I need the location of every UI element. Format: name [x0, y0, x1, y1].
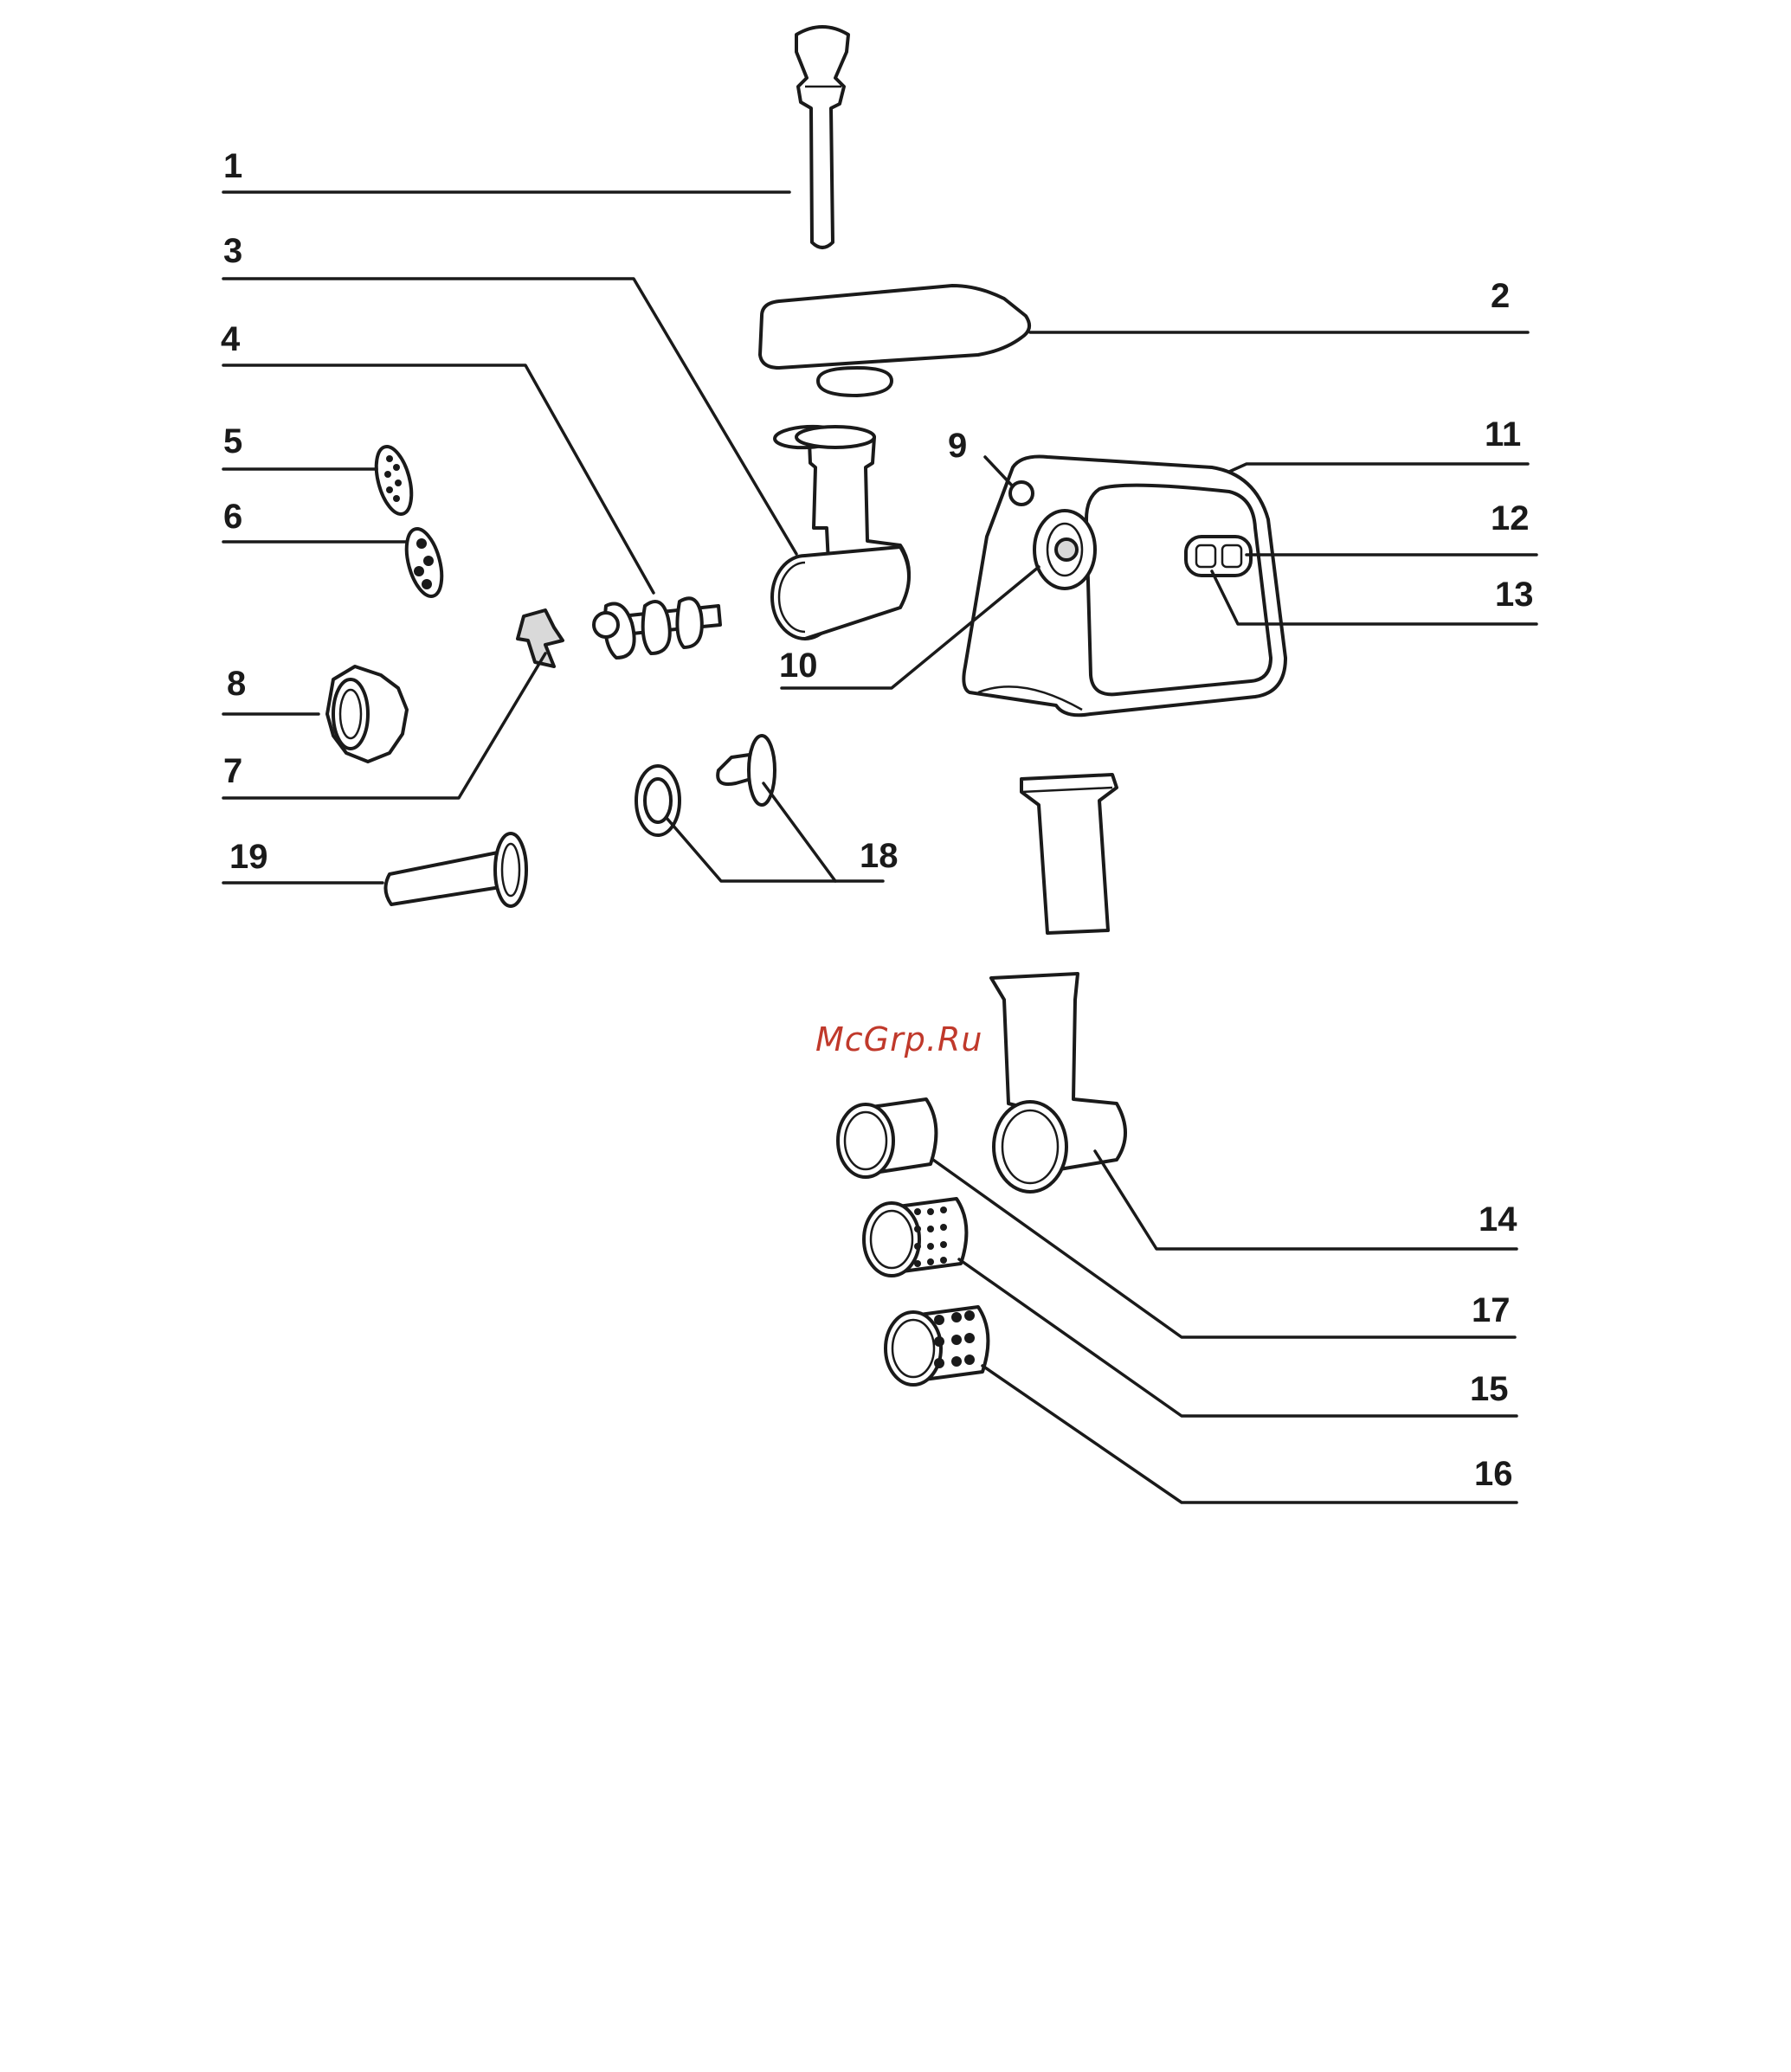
- fine-grating-drum: [864, 1199, 966, 1276]
- label-13: 13: [1495, 576, 1534, 614]
- label-12: 12: [1491, 499, 1530, 537]
- cutting-plate-fine: [370, 443, 417, 518]
- kibbe-attachment: [636, 736, 775, 835]
- label-11: 11: [1485, 415, 1521, 454]
- label-1: 1: [223, 147, 242, 185]
- label-17: 17: [1472, 1291, 1511, 1329]
- motor-housing: [963, 457, 1285, 716]
- ring-nut: [327, 666, 407, 762]
- label-4: 4: [221, 320, 241, 358]
- label-5: 5: [223, 422, 242, 460]
- label-8: 8: [227, 665, 246, 703]
- label-7: 7: [223, 752, 242, 790]
- food-tray: [760, 286, 1029, 396]
- auger-screw: [594, 598, 720, 658]
- label-10: 10: [779, 647, 818, 685]
- label-2: 2: [1491, 277, 1510, 315]
- label-3: 3: [223, 232, 242, 270]
- label-15: 15: [1470, 1370, 1509, 1408]
- slicing-drum: [838, 1099, 936, 1177]
- label-14: 14: [1479, 1200, 1517, 1239]
- pusher: [796, 27, 848, 248]
- shredder-head: [991, 974, 1125, 1192]
- cutting-plate-coarse: [400, 525, 448, 601]
- watermark: McGrp.Ru: [815, 1020, 982, 1059]
- leader-9: [985, 457, 1013, 486]
- leader-18b: [763, 783, 835, 881]
- leader-3: [223, 279, 796, 554]
- label-19: 19: [229, 838, 268, 876]
- label-16: 16: [1474, 1455, 1513, 1493]
- coarse-grating-drum: [886, 1307, 988, 1385]
- leader-18: [667, 818, 883, 881]
- cutting-blade: [518, 610, 563, 666]
- shredder-pusher: [1021, 775, 1117, 933]
- label-6: 6: [223, 498, 242, 536]
- leader-11: [1229, 464, 1528, 472]
- label-9: 9: [948, 427, 967, 465]
- grinder-head: [772, 425, 909, 639]
- label-18: 18: [860, 837, 899, 875]
- sausage-nozzle: [385, 833, 526, 906]
- leader-14: [1095, 1151, 1517, 1249]
- leader-16: [982, 1366, 1517, 1503]
